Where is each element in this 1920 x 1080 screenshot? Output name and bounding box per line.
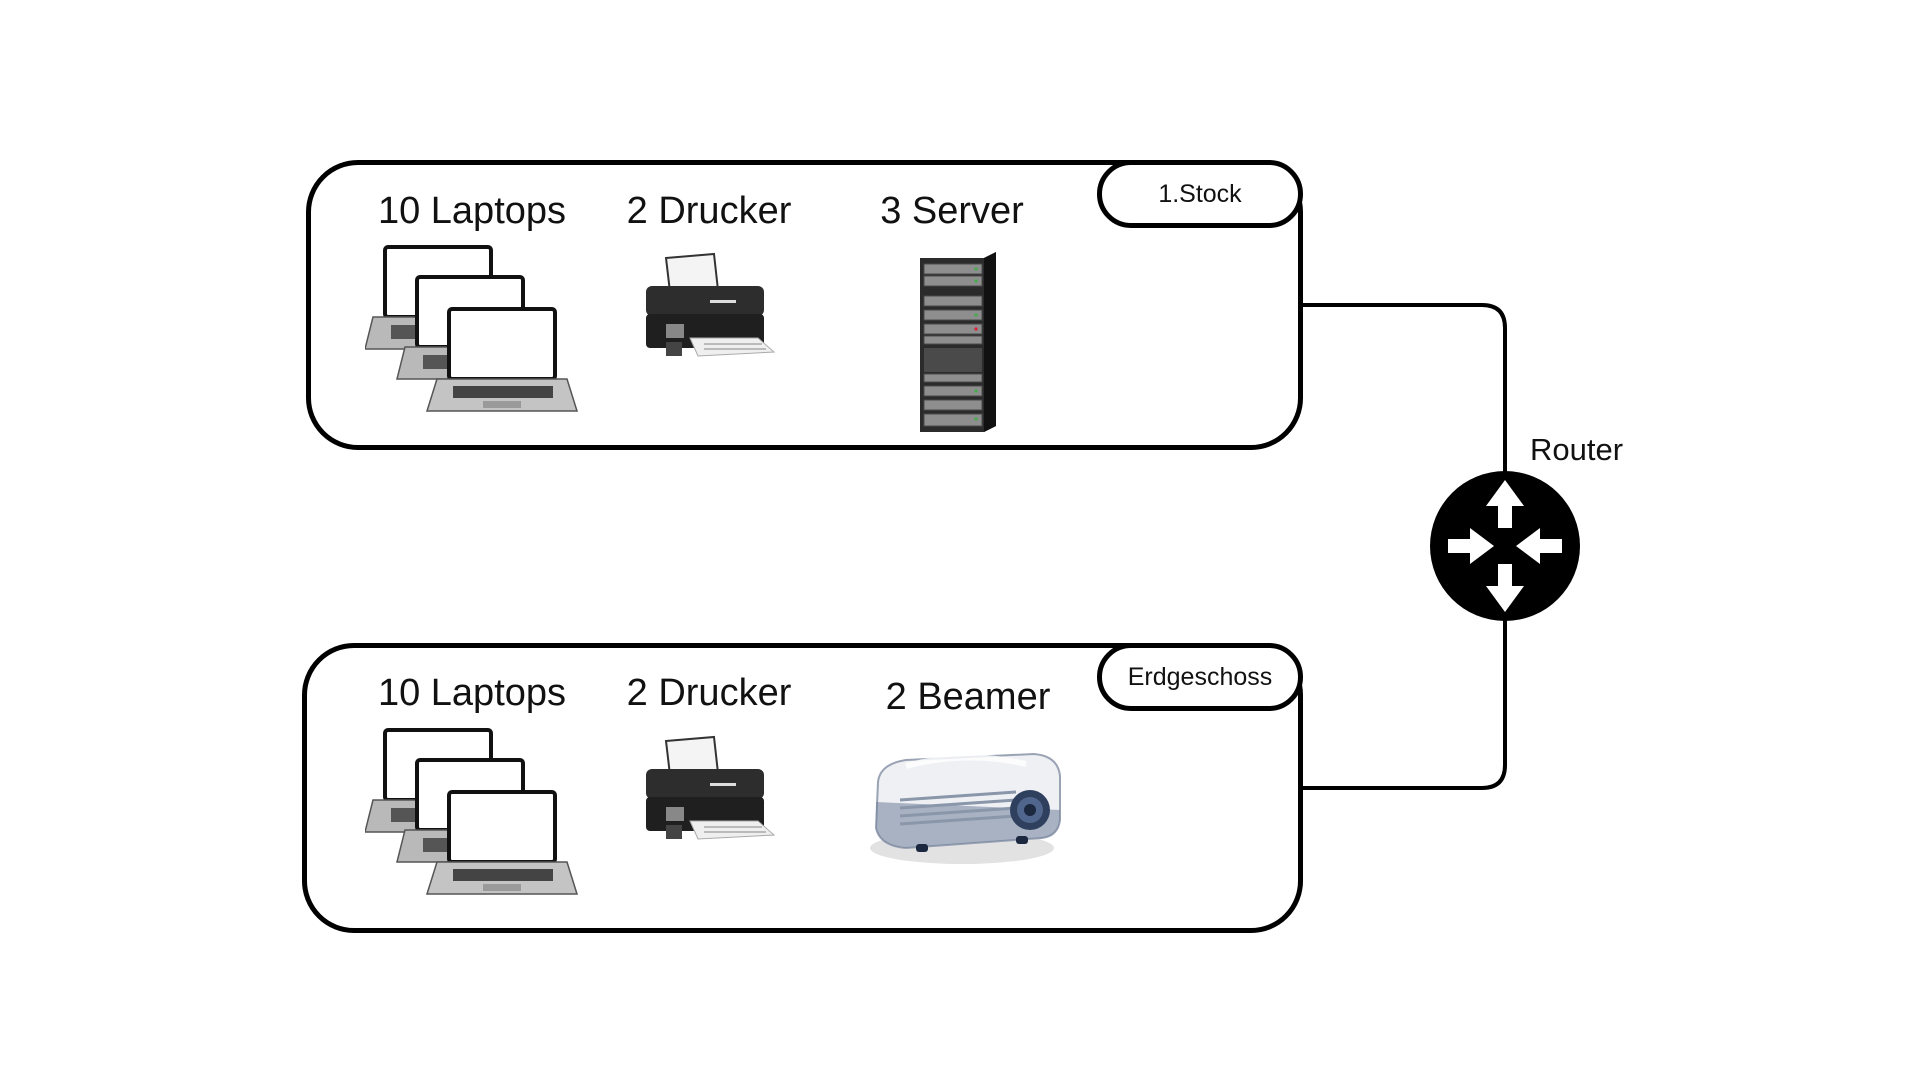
printer-icon	[646, 735, 775, 840]
server-rack-icon	[920, 252, 996, 432]
link-ground-floor-to-router	[1300, 620, 1507, 790]
projector-icon	[870, 752, 1061, 864]
router-icon[interactable]	[1430, 471, 1580, 621]
floor-ground-tag: Erdgeschoss	[1097, 643, 1303, 711]
floor-upper-tag: 1.Stock	[1097, 160, 1303, 228]
ground-printers-label: 2 Drucker	[626, 672, 792, 714]
ground-projectors-label: 2 Beamer	[885, 676, 1051, 718]
laptop-icon	[365, 245, 579, 412]
ground-laptops-label: 10 Laptops	[377, 672, 567, 714]
laptop-icon	[365, 728, 579, 895]
printer-icon	[646, 252, 775, 357]
link-upper-floor-to-router	[1300, 303, 1507, 475]
upper-printers-label: 2 Drucker	[626, 190, 792, 232]
router-label: Router	[1530, 432, 1624, 467]
upper-servers-label: 3 Server	[880, 190, 1024, 232]
upper-laptops-label: 10 Laptops	[377, 190, 567, 232]
